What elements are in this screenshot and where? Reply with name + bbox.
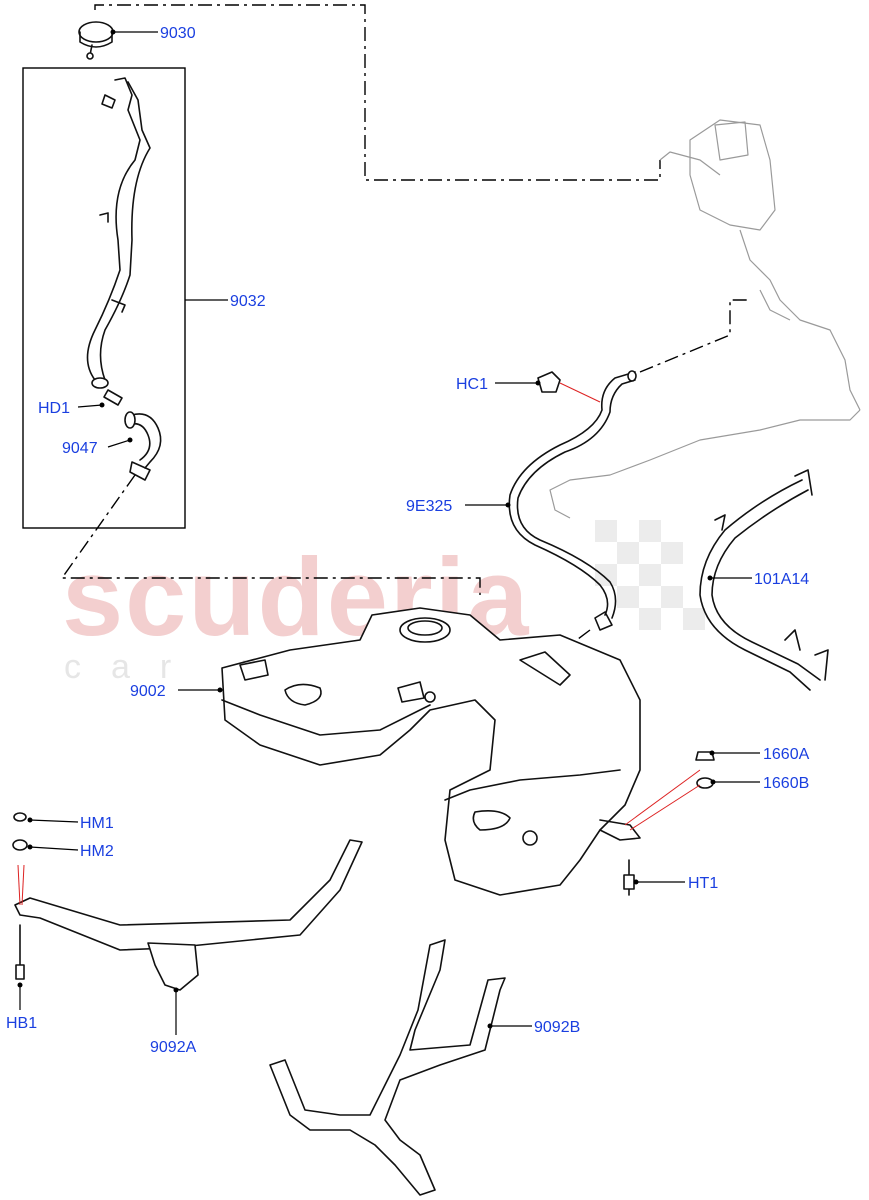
cross-member-b: [269, 939, 506, 1196]
callout-hc1[interactable]: HC1: [456, 376, 488, 393]
callout-hd1[interactable]: HD1: [38, 400, 70, 417]
filler-neck-frame: [22, 67, 186, 529]
callout-ht1[interactable]: HT1: [688, 875, 718, 892]
checkered-flag-icon: [595, 520, 705, 630]
routing-lines: [60, 4, 750, 661]
filler-neck-pipe: [86, 77, 151, 406]
fuel-cap: [78, 21, 114, 60]
tank-strap-right: [699, 469, 829, 691]
callout-101a14[interactable]: 101A14: [754, 571, 809, 588]
tank-fixings-right: [599, 751, 715, 896]
callout-9092b[interactable]: 9092B: [534, 1019, 580, 1036]
callout-hm1[interactable]: HM1: [80, 815, 114, 832]
fuel-tank: [221, 607, 641, 896]
callout-9030[interactable]: 9030: [160, 25, 196, 42]
hose: [124, 411, 162, 481]
callout-9002[interactable]: 9002: [130, 683, 166, 700]
callout-1660a[interactable]: 1660A: [763, 746, 810, 763]
callout-9092a[interactable]: 9092A: [150, 1039, 197, 1056]
callout-labels: 9030 9032 HD1 9047 HC1 9E325 101A14 9002…: [6, 25, 810, 1056]
clip: [537, 371, 561, 393]
callout-9032[interactable]: 9032: [230, 293, 266, 310]
callout-leaders: [17, 29, 760, 1035]
callout-9e325[interactable]: 9E325: [406, 498, 452, 515]
cross-member-a: [12, 812, 363, 991]
callout-hm2[interactable]: HM2: [80, 843, 114, 860]
ghost-vapour-system: [549, 119, 861, 519]
callout-9047[interactable]: 9047: [62, 440, 98, 457]
callout-1660b[interactable]: 1660B: [763, 775, 809, 792]
fuel-line: [508, 370, 637, 631]
callout-hb1[interactable]: HB1: [6, 1015, 37, 1032]
